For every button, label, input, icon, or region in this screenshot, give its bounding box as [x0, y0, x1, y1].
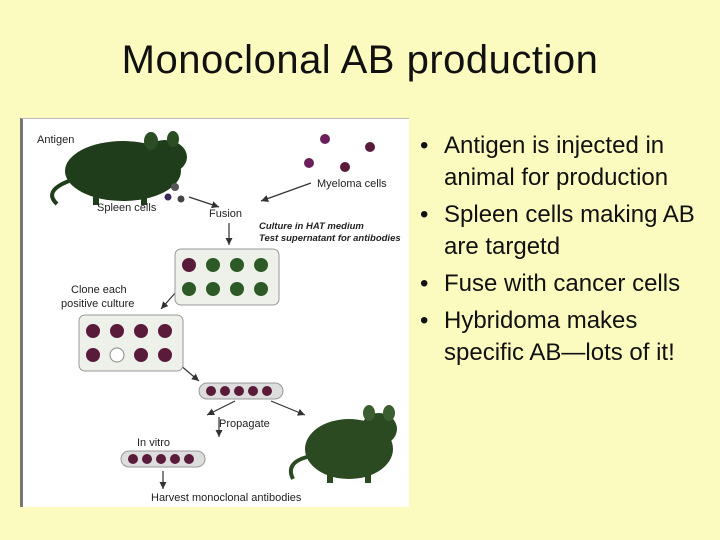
label-spleen: Spleen cells [97, 202, 157, 214]
label-culture-1: Culture in HAT medium [259, 221, 364, 232]
culture-plate [174, 248, 280, 306]
mouse-icon [288, 405, 397, 483]
label-fusion: Fusion [209, 208, 242, 220]
slide-title: Monoclonal AB production [121, 38, 599, 82]
bullet-text: Antigen is injected in animal for produc… [444, 132, 669, 191]
bullet-item: • Fuse with cancer cells [418, 268, 708, 300]
bullet-item: • Hybridoma makes specific AB—lots of it… [418, 305, 708, 369]
bullet-list: • Antigen is injected in animal for prod… [418, 130, 708, 374]
label-in-vitro: In vitro [137, 437, 170, 449]
bullet-marker: • [420, 307, 429, 334]
bullet-text: Hybridoma makes specific AB—lots of it! [444, 307, 675, 366]
mouse-icon [50, 131, 187, 206]
propagate-tube [198, 382, 284, 400]
in-vitro-tube [120, 450, 206, 468]
label-culture-2: Test supernatant for antibodies [259, 233, 401, 244]
spleen-cells-icon [164, 183, 185, 203]
bullet-text: Spleen cells making AB are targetd [444, 201, 695, 260]
myeloma-cells-icon [304, 134, 375, 172]
bullet-item: • Spleen cells making AB are targetd [418, 199, 708, 263]
bullet-marker: • [420, 201, 429, 228]
diagram-svg: Antigen Myeloma cells Spleen cells Fusio… [37, 131, 401, 504]
bullet-item: • Antigen is injected in animal for prod… [418, 130, 708, 194]
label-propagate: Propagate [219, 418, 270, 430]
bullet-marker: • [420, 270, 429, 297]
label-myeloma: Myeloma cells [317, 178, 387, 190]
bullet-text: Fuse with cancer cells [444, 270, 681, 297]
bullet-marker: • [420, 132, 429, 159]
label-clone-2: positive culture [61, 298, 134, 310]
label-clone-1: Clone each [71, 284, 127, 296]
label-antigen: Antigen [37, 134, 74, 146]
clone-plate [78, 314, 184, 372]
label-harvest: Harvest monoclonal antibodies [151, 492, 302, 504]
monoclonal-diagram: Antigen Myeloma cells Spleen cells Fusio… [20, 118, 409, 507]
